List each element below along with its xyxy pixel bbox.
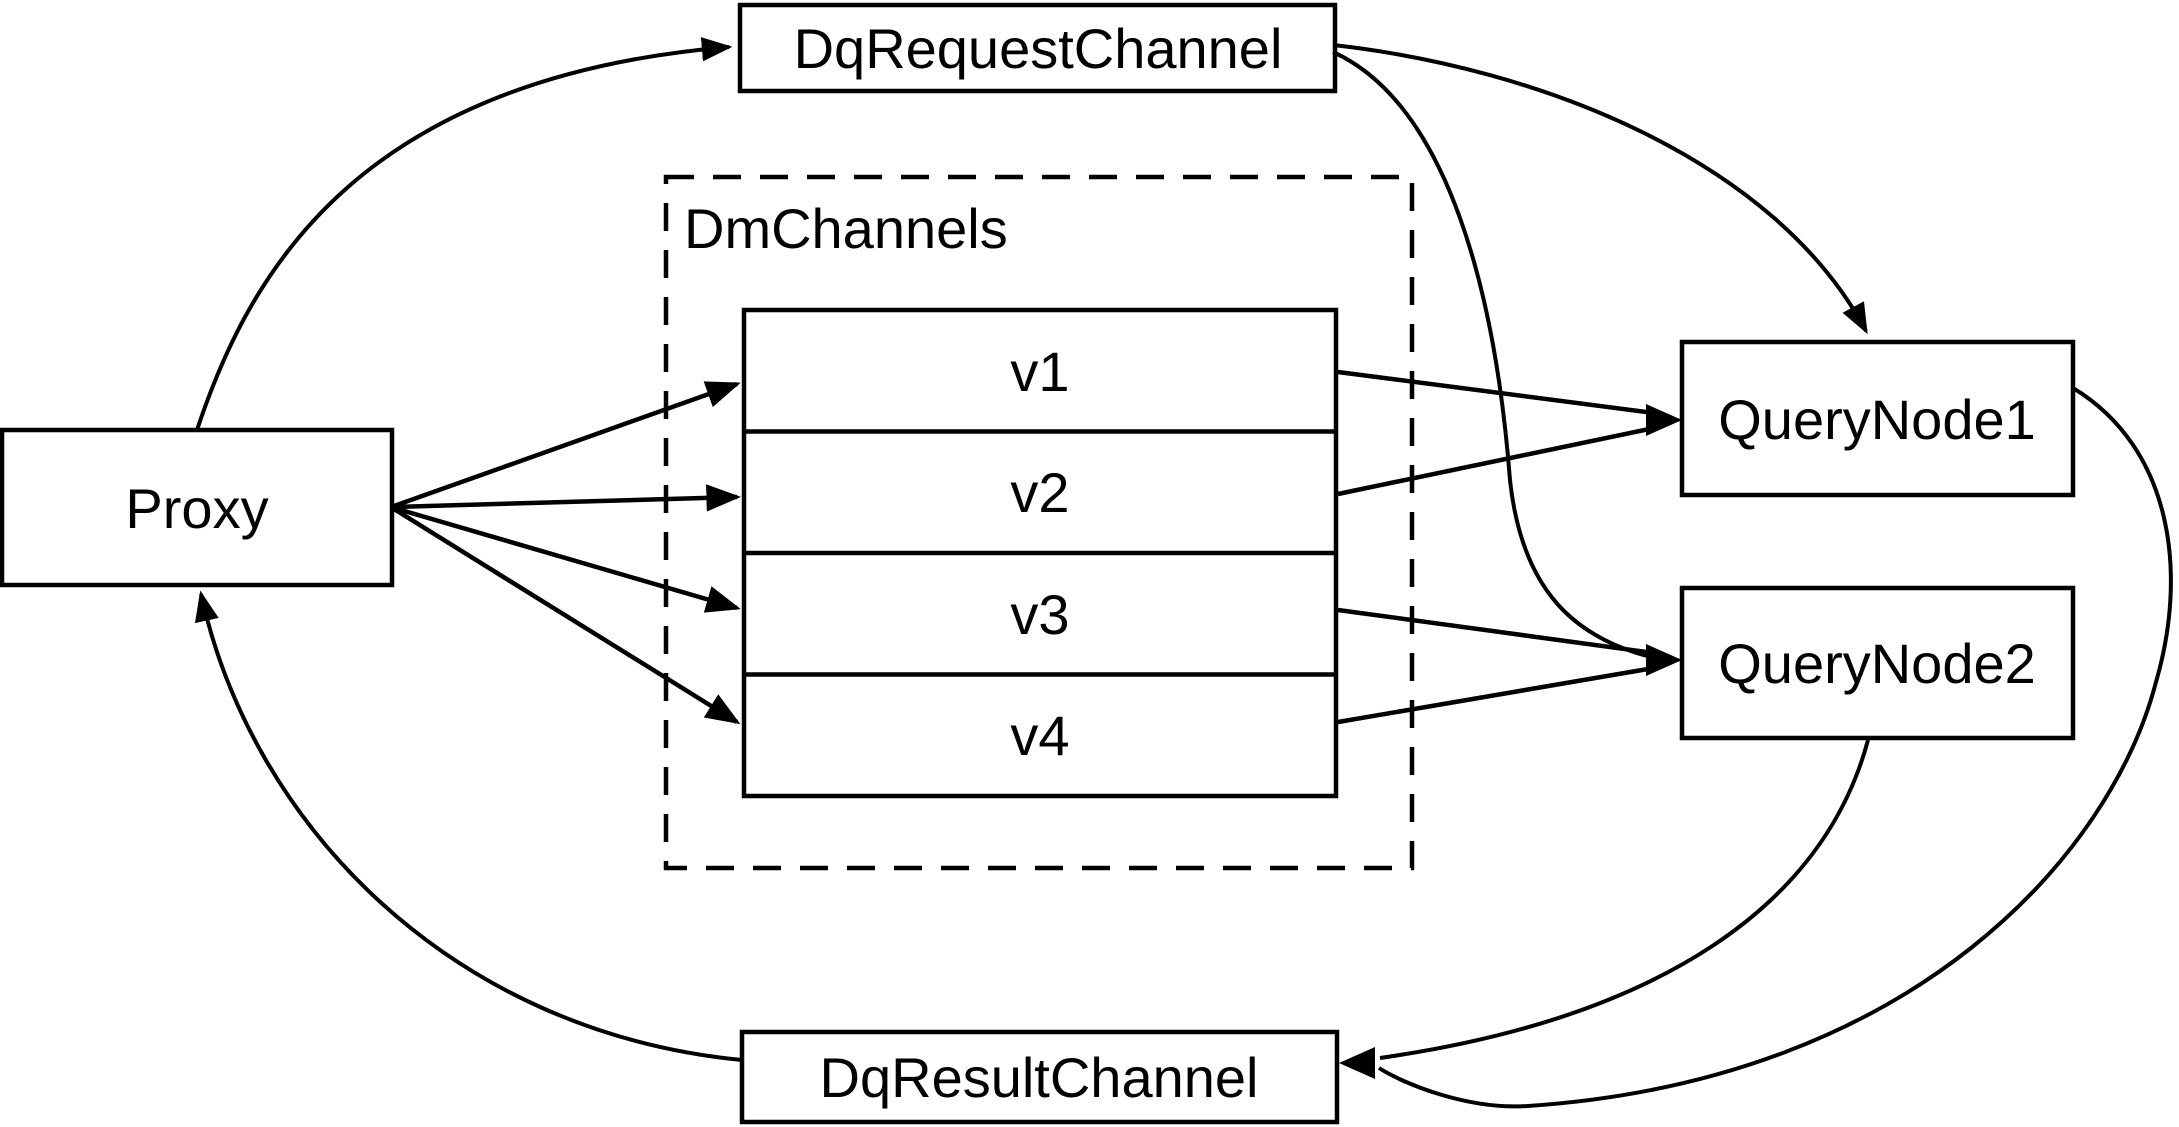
edge-querynode1-to-dqresultchannel <box>1377 386 2173 1109</box>
query-node-2-box <box>1679 585 2076 741</box>
edge-v1-to-querynode1 <box>1337 369 1655 416</box>
edge-querynode2-to-dqresultchannel <box>1379 739 1870 1060</box>
edge-v2-to-querynode1 <box>1337 425 1655 497</box>
arrowhead-into-querynode2 <box>1646 644 1682 676</box>
edge-proxy-to-v2 <box>393 484 741 512</box>
proxy-node-box <box>0 427 395 588</box>
edge-dqrequestchannel-to-querynode2 <box>1332 50 1652 659</box>
channel-row-v3-label: v3 <box>1010 583 1070 646</box>
query-node-2-label: QueryNode2 <box>1718 632 2036 695</box>
channel-row-v1-label: v1 <box>1010 340 1070 403</box>
proxy-node-label: Proxy <box>125 477 269 540</box>
edge-proxy-to-v1 <box>393 381 741 509</box>
edge-dqresultchannel-to-proxy <box>194 590 743 1062</box>
arrowhead-into-querynode1 <box>1646 404 1682 436</box>
edge-v4-to-querynode2 <box>1337 665 1655 725</box>
edge-proxy-to-v3 <box>393 505 741 613</box>
arrowhead-into-dqresultchannel <box>1339 1047 1375 1079</box>
dq-request-channel-node-label: DqRequestChannel <box>793 17 1283 80</box>
dm-channels-group-box <box>663 174 1415 871</box>
edge-v3-to-querynode2 <box>1337 607 1655 656</box>
dq-request-channel-node-box <box>737 2 1338 94</box>
dq-result-channel-node-label: DqResultChannel <box>819 1046 1259 1109</box>
query-node-1-label: QueryNode1 <box>1718 388 2036 451</box>
edge-proxy-to-dqrequestchannel <box>195 37 733 431</box>
dq-result-channel-node-box <box>739 1029 1340 1125</box>
edge-proxy-to-v4 <box>392 507 741 725</box>
channel-row-v4-label: v4 <box>1010 704 1070 767</box>
query-node-1-box <box>1679 339 2076 498</box>
channel-row-v2-label: v2 <box>1010 461 1070 524</box>
edge-dqrequestchannel-to-querynode1 <box>1332 43 1868 335</box>
dm-channels-group-label: DmChannels <box>684 197 1008 260</box>
